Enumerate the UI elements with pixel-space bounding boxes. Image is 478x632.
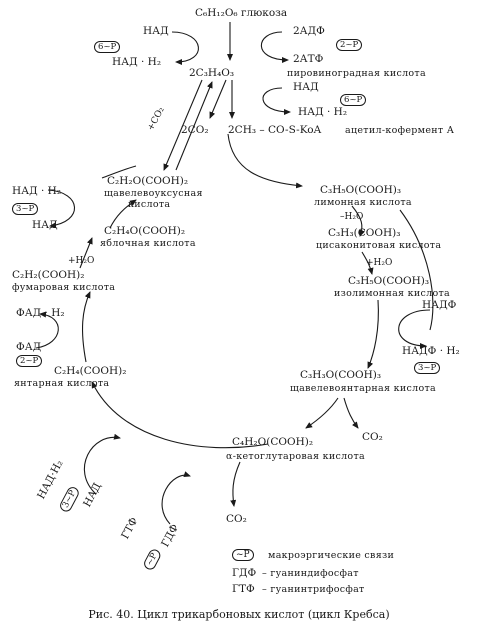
adp-label: 2АДФ bbox=[293, 25, 325, 37]
acetyl-formula: 2CH₃ – CO-S-KoA bbox=[228, 124, 322, 136]
pyruvate-formula: 2C₃H₄O₃ bbox=[189, 67, 235, 79]
energy-6p-badge-2: 6~P bbox=[340, 94, 367, 106]
fadh-label: ФАД · Н₂ bbox=[16, 307, 65, 319]
ketoglutarate-formula: C₄H₂O(COOH)₂ bbox=[232, 436, 314, 448]
oxalosuccinate-name: щавелевоянтарная кислота bbox=[290, 383, 436, 394]
energy-3p-badge-1: 3~P bbox=[414, 362, 441, 374]
isocitrate-formula: C₃H₅O(COOH)₃ bbox=[348, 275, 430, 287]
oxaloacetate-name-1: щавелевоуксусная bbox=[104, 188, 203, 199]
nadh-out-label: НАД · Н₂ bbox=[112, 56, 162, 68]
malate-name: яблочная кислота bbox=[100, 238, 196, 249]
fumarate-name: фумаровая кислота bbox=[12, 282, 116, 293]
arrow-cycle-left bbox=[101, 165, 137, 179]
energy-2p-badge-fad: 2~P bbox=[16, 355, 43, 367]
isocitrate-name: изолимонная кислота bbox=[334, 288, 451, 299]
arrow-oxalosuccinate-to-co2 bbox=[343, 397, 359, 429]
legend-gtf-abbr: ГТФ bbox=[232, 583, 255, 595]
arrow-ketoglutarate-to-co2 bbox=[230, 461, 241, 507]
minus-water-label: –H₂O bbox=[340, 212, 364, 222]
ketoglutarate-name: α-кетоглутаровая кислота bbox=[226, 451, 365, 462]
nad-label-left: НАД bbox=[32, 219, 58, 231]
oxaloacetate-name-2: кислота bbox=[128, 199, 171, 210]
arrow-adp-loop bbox=[260, 31, 289, 63]
co2-label-top: 2CO₂ bbox=[181, 124, 209, 136]
arrow-nadp-loop bbox=[398, 309, 431, 349]
legend-gdf-abbr: ГДФ bbox=[232, 567, 257, 579]
fumarate-formula: C₂H₂(COOH)₂ bbox=[12, 269, 85, 281]
cisaconitate-name: цисаконитовая кислота bbox=[316, 240, 442, 251]
energy-2p-badge: 2~P bbox=[336, 39, 363, 51]
arrow-nad-loop-3 bbox=[84, 433, 121, 495]
citrate-formula: C₃H₅O(COOH)₃ bbox=[320, 184, 402, 196]
arrow-oxalosuccinate-to-ketoglutarate bbox=[305, 397, 339, 429]
glucose-label: C₆H₁₂O₆ глюкоза bbox=[195, 7, 288, 19]
nadh-out-label-2: НАД · Н₂ bbox=[298, 106, 348, 118]
arrow-fumarate-to-malate bbox=[79, 237, 93, 269]
plus-water-label-1: +H₂O bbox=[366, 258, 393, 268]
legend-symbol-text: макроэргические связи bbox=[268, 550, 395, 561]
nad-in-label-2: НАД bbox=[293, 81, 319, 93]
legend-gtf-text: – гуанинтрифосфат bbox=[262, 584, 365, 595]
oxalosuccinate-formula: C₃H₃O(COOH)₃ bbox=[300, 369, 382, 381]
plus-water-label-2: +H₂O bbox=[68, 256, 95, 266]
cisaconitate-formula: C₃H₃(COOH)₃ bbox=[328, 227, 401, 239]
arrow-cycle-right bbox=[399, 209, 434, 331]
arrow-fad-loop bbox=[35, 311, 59, 349]
arrow-oxaloacetate-to-pyruvate bbox=[175, 81, 213, 171]
arrow-nad-loop-2 bbox=[262, 87, 291, 115]
fad-label: ФАД bbox=[16, 341, 42, 353]
arrow-pyruvate-to-oxaloacetate bbox=[163, 79, 203, 171]
malate-formula: C₂H₄O(COOH)₂ bbox=[104, 225, 186, 237]
citrate-name: лимонная кислота bbox=[314, 197, 412, 208]
legend-symbol: ~P bbox=[232, 549, 254, 561]
pyruvate-name: пировиноградная кислота bbox=[287, 68, 426, 79]
arrow-citrate-to-cisaconitate bbox=[351, 205, 366, 237]
arrow-succinate-to-fumarate bbox=[82, 291, 91, 363]
arrow-cisaconitate-to-isocitrate bbox=[361, 251, 374, 275]
acetyl-name: ацетил-кофермент А bbox=[345, 125, 455, 136]
arrow-nad-loop-1 bbox=[171, 31, 199, 65]
arrow-malate-to-oxaloacetate bbox=[109, 199, 137, 229]
arrow-gtf-loop bbox=[161, 471, 191, 525]
nad-in-label: НАД bbox=[143, 25, 169, 37]
energy-3p-badge-left: 3~P bbox=[12, 203, 39, 215]
co2-label-oxalosuccinate: CO₂ bbox=[362, 431, 383, 443]
figure-caption: Рис. 40. Цикл трикарбоновых кислот (цикл… bbox=[88, 608, 390, 621]
nadph-out-label: НАДФ · Н₂ bbox=[402, 345, 460, 357]
arrow-ketoglutarate-to-succinate bbox=[91, 381, 269, 449]
nadh-label-left: НАД · Н₂ bbox=[12, 185, 62, 197]
legend-gdf-text: – гуаниндифосфат bbox=[262, 568, 359, 579]
arrow-acetyl-to-citrate bbox=[227, 133, 303, 189]
arrow-pyruvate-to-co2 bbox=[209, 79, 227, 119]
atp-label: 2АТФ bbox=[293, 53, 324, 65]
co2-label-ketoglutarate: CO₂ bbox=[226, 513, 247, 525]
succinate-formula: C₂H₄(COOH)₂ bbox=[54, 365, 127, 377]
arrow-isocitrate-to-oxalosuccinate bbox=[367, 299, 379, 369]
nadp-in-label: НАДФ bbox=[422, 299, 457, 311]
succinate-name: янтарная кислота bbox=[14, 378, 110, 389]
oxaloacetate-formula: C₂H₂O(COOH)₂ bbox=[107, 175, 189, 187]
arrow-nad-loop-4 bbox=[47, 189, 76, 229]
energy-6p-badge-1: 6~P bbox=[94, 41, 121, 53]
